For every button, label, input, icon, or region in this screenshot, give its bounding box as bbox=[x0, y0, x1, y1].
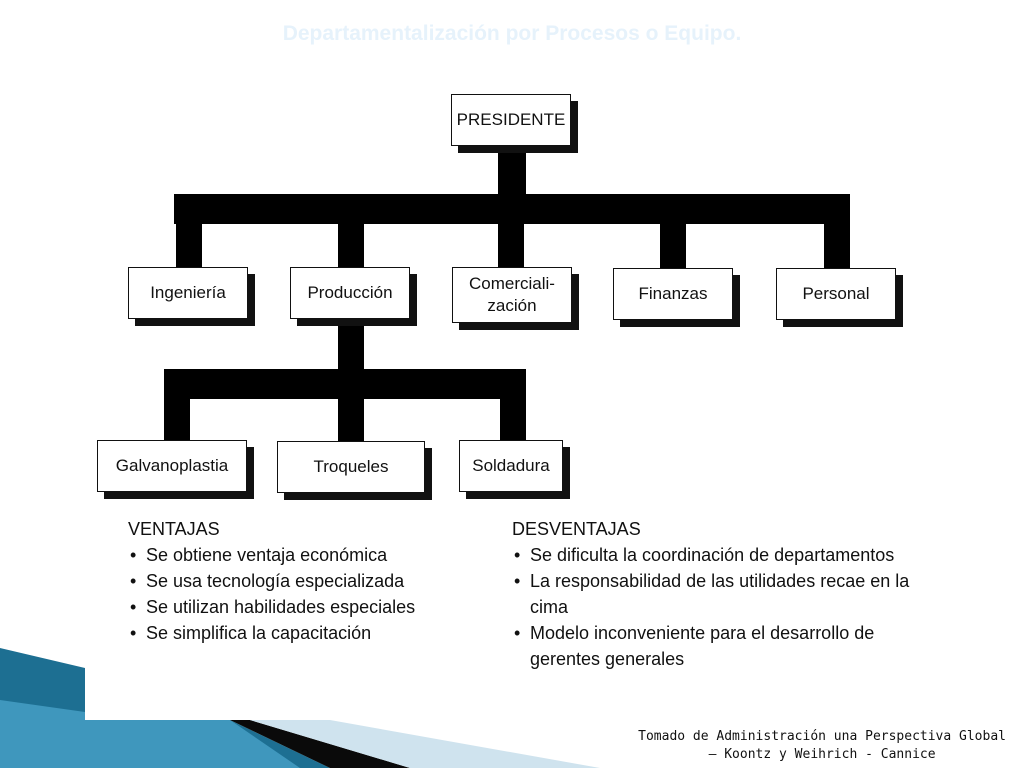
ventajas-item: Se utilizan habilidades especiales bbox=[128, 594, 458, 620]
connector-president-stem bbox=[498, 150, 526, 198]
connector-produccion-stem bbox=[338, 320, 364, 372]
ventajas-list: Se obtiene ventaja económica Se usa tecn… bbox=[128, 542, 458, 646]
org-label-president: PRESIDENTE bbox=[456, 110, 566, 129]
connector-drop-galvanoplastia bbox=[164, 395, 190, 443]
source-line-1: Tomado de Administración una Perspectiva… bbox=[638, 729, 1006, 744]
ventajas-item: Se simplifica la capacitación bbox=[128, 620, 458, 646]
connector-drop-produccion bbox=[338, 220, 364, 270]
desventajas-item: Se dificulta la coordinación de departam… bbox=[512, 542, 922, 568]
desventajas-section: DESVENTAJAS Se dificulta la coordinación… bbox=[512, 516, 922, 672]
connector-drop-comercializacion bbox=[498, 220, 524, 270]
org-box-galvanoplastia: Galvanoplastia bbox=[97, 440, 247, 492]
org-box-troqueles: Troqueles bbox=[277, 441, 425, 493]
org-label-ingenieria: Ingeniería bbox=[150, 283, 226, 302]
desventajas-heading: DESVENTAJAS bbox=[512, 519, 641, 539]
org-label-galvanoplastia: Galvanoplastia bbox=[115, 456, 229, 475]
connector-drop-personal bbox=[824, 220, 850, 270]
desventajas-item: Modelo inconveniente para el desarrollo … bbox=[512, 620, 922, 672]
connector-drop-ingenieria bbox=[176, 220, 202, 270]
org-box-soldadura: Soldadura bbox=[459, 440, 563, 492]
org-label-comercializacion: Comerciali- zación bbox=[469, 274, 555, 315]
org-box-president: PRESIDENTE bbox=[451, 94, 571, 146]
connector-production-horizontal bbox=[164, 369, 526, 399]
ventajas-item: Se obtiene ventaja económica bbox=[128, 542, 458, 568]
org-label-produccion: Producción bbox=[307, 283, 393, 302]
org-label-troqueles: Troqueles bbox=[313, 457, 389, 476]
org-box-comercializacion: Comerciali- zación bbox=[452, 267, 572, 323]
source-citation: Tomado de Administración una Perspectiva… bbox=[638, 728, 1006, 764]
connector-top-horizontal bbox=[174, 194, 850, 224]
org-box-personal: Personal bbox=[776, 268, 896, 320]
source-line-2: – Koontz y Weihrich - Cannice bbox=[708, 747, 936, 762]
desventajas-item: La responsabilidad de las utilidades rec… bbox=[512, 568, 922, 620]
org-box-finanzas: Finanzas bbox=[613, 268, 733, 320]
ventajas-heading: VENTAJAS bbox=[128, 519, 220, 539]
desventajas-list: Se dificulta la coordinación de departam… bbox=[512, 542, 922, 672]
org-box-ingenieria: Ingeniería bbox=[128, 267, 248, 319]
org-label-finanzas: Finanzas bbox=[638, 284, 708, 303]
connector-drop-soldadura bbox=[500, 395, 526, 443]
org-box-produccion: Producción bbox=[290, 267, 410, 319]
org-label-soldadura: Soldadura bbox=[472, 456, 550, 475]
ventajas-section: VENTAJAS Se obtiene ventaja económica Se… bbox=[128, 516, 458, 646]
connector-drop-finanzas bbox=[660, 220, 686, 270]
ventajas-item: Se usa tecnología especializada bbox=[128, 568, 458, 594]
connector-drop-troqueles bbox=[338, 395, 364, 443]
slide-title: Departamentalización por Procesos o Equi… bbox=[282, 22, 742, 45]
org-label-personal: Personal bbox=[802, 284, 870, 303]
